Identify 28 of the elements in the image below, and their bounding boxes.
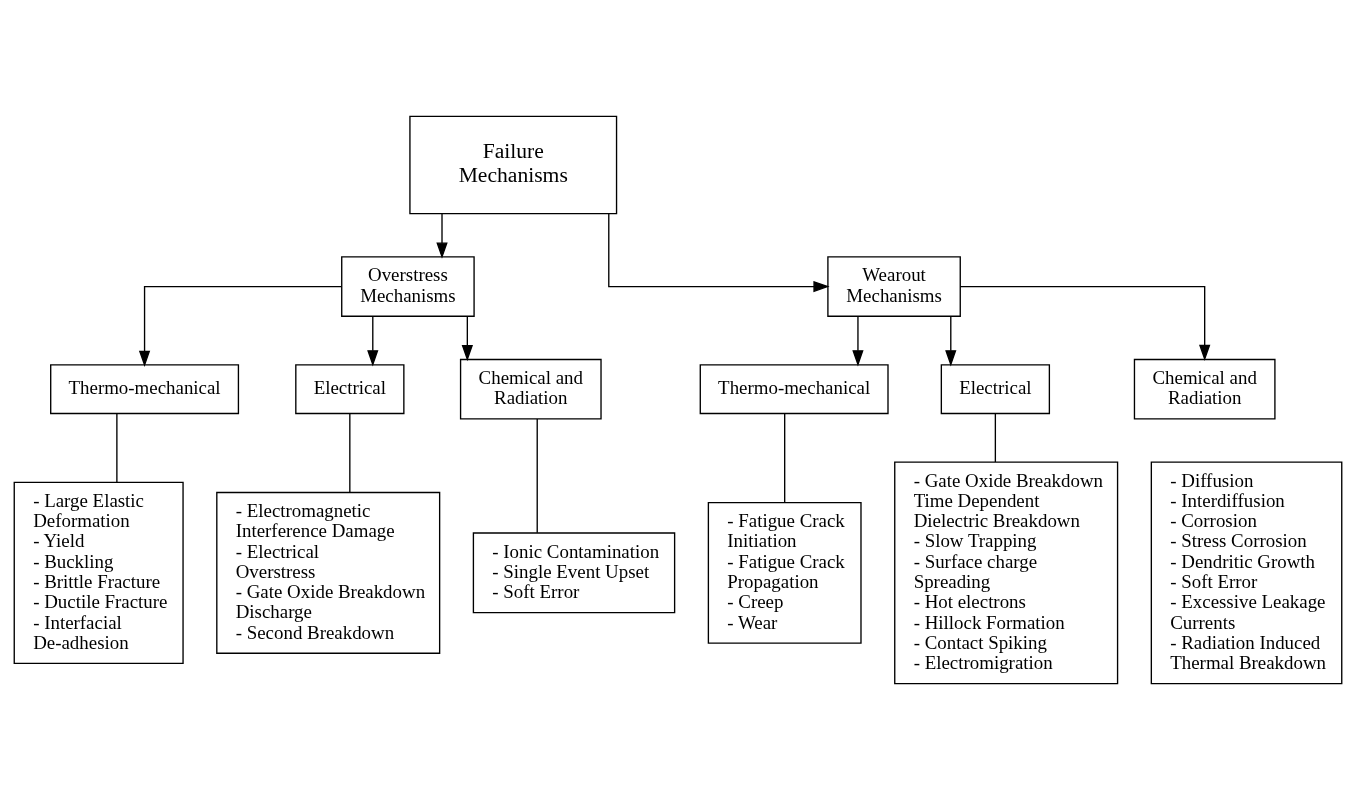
arrow — [959, 285, 1211, 361]
node-box: - Ionic Contamination - Single Event Upset - Soft Error — [472, 531, 676, 613]
connector — [784, 412, 786, 503]
node-box: Thermo-mechanical — [50, 363, 240, 414]
connector — [349, 412, 351, 493]
connector — [536, 417, 538, 533]
node-box: Electrical — [940, 363, 1051, 414]
arrow — [945, 315, 957, 366]
node-box: - Diffusion - Interdiffusion - Corrosion - Stress Corrosion - Dendritic Growth - Soft Error - Excessive Leakage Currents - Radiation Induced Thermal Breakdown — [1150, 460, 1343, 684]
arrow — [138, 285, 343, 367]
connector — [116, 412, 118, 483]
node-box: - Large Elastic Deformation - Yield - Buckling - Brittle Fracture - Ductile Fracture - Interfacial De-adhesion — [13, 481, 184, 664]
arrow — [436, 212, 448, 259]
node-box: Wearout Mechanisms — [827, 255, 961, 317]
node-box: Electrical — [295, 363, 405, 414]
connector — [994, 412, 997, 463]
arrow — [367, 315, 379, 366]
arrow — [852, 315, 864, 366]
node-box: Failure Mechanisms — [409, 115, 618, 214]
node-box: Chemical and Radiation — [459, 358, 602, 420]
node-box: Thermo-mechanical — [699, 363, 889, 414]
node-box: - Gate Oxide Breakdown Time Dependent Dielectric Breakdown - Slow Trapping - Surface charge Spreading - Hot electrons - Hillock Formation - Contact Spiking - Electromigration — [894, 460, 1119, 684]
node-box: - Electromagnetic Interference Damage - Electrical Overstress - Gate Oxide Breakdown Discharge - Second Breakdown — [216, 491, 441, 654]
node-box: - Fatigue Crack Initiation - Fatigue Crack Propagation - Creep - Wear — [707, 501, 862, 644]
arrow — [608, 212, 830, 292]
node-box: Chemical and Radiation — [1133, 358, 1276, 420]
arrow — [461, 315, 473, 361]
node-box: Overstress Mechanisms — [341, 255, 475, 317]
